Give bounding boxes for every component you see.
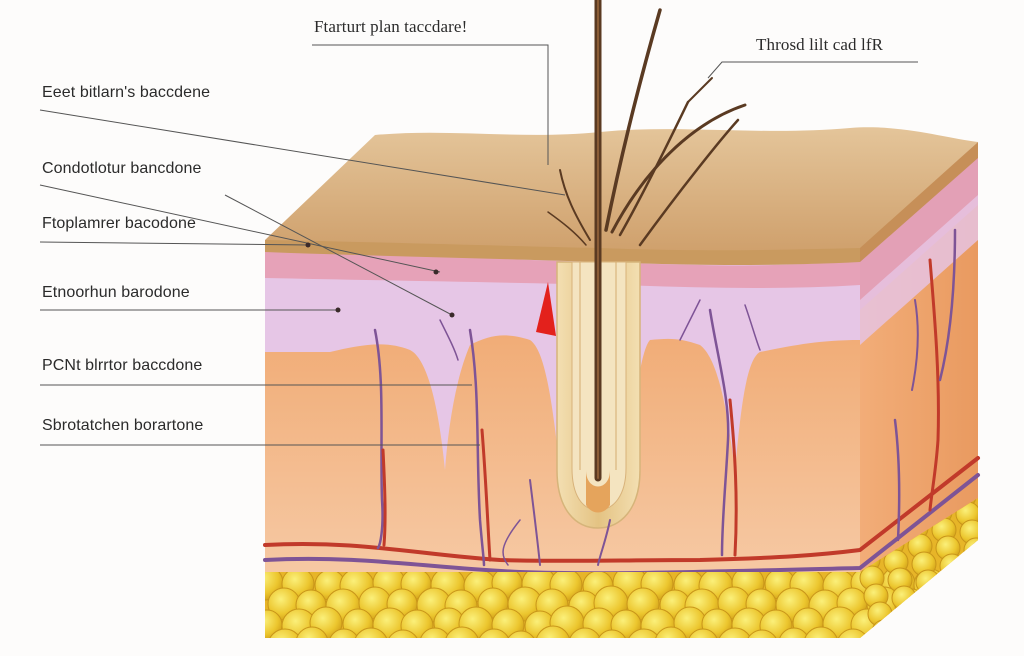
fat-cell: [963, 537, 978, 563]
papillary-layer: [265, 255, 860, 470]
fat-cell: [654, 626, 688, 638]
fat-cell: [687, 628, 719, 638]
side-lilac-layer: [860, 195, 978, 345]
arrector-wedge: [536, 282, 556, 336]
fat-cell: [778, 627, 810, 638]
fat-cell: [957, 585, 978, 621]
fat-cell: [745, 629, 779, 638]
fat-cell: [895, 603, 921, 629]
fat-cell: [803, 626, 839, 638]
fat-cell: [717, 627, 753, 638]
fat-cell: [871, 619, 897, 638]
fat-cell: [908, 605, 944, 638]
fat-cell: [477, 628, 511, 638]
label-left-1: Eeet bitlarn's baccdene: [42, 84, 211, 101]
leader-lines: [39, 44, 918, 446]
fat-cell: [353, 627, 389, 638]
fat-cell: [328, 628, 360, 638]
dermal-papilla: [586, 470, 610, 513]
fat-cell: [386, 629, 420, 638]
fat-cell: [568, 627, 602, 638]
epidermis-side-edge: [860, 142, 978, 262]
fat-cell: [915, 569, 941, 595]
fat-cell: [295, 626, 329, 638]
fat-cell: [927, 627, 961, 638]
fat-cell: [267, 628, 303, 638]
fat-cell: [444, 626, 480, 638]
label-left-2: Condotlotur bancdone: [42, 160, 202, 177]
hair-shafts: [547, 0, 747, 482]
fat-cell: [955, 629, 978, 638]
label-top-center: Ftarturt plan taccdare!: [314, 17, 468, 36]
label-left-4: Etnoorhun barodone: [42, 284, 190, 301]
fat-cell: [535, 625, 571, 638]
fat-cell: [626, 628, 662, 638]
fat-cell: [596, 629, 628, 638]
fat-cell: [967, 555, 978, 581]
epidermis-front-edge: [265, 240, 860, 265]
label-left-6: Sbrotatchen borartone: [42, 417, 204, 434]
fat-cell: [941, 570, 973, 602]
fat-cell: [867, 601, 893, 627]
fat-cell: [869, 630, 901, 638]
fat-cell: [836, 628, 870, 638]
leader-dots: [305, 242, 455, 318]
fat-cell: [927, 590, 959, 622]
label-left-5: PCNt blrrtor baccdone: [42, 357, 203, 374]
epidermis-top: [265, 127, 978, 253]
fat-cell: [941, 607, 975, 638]
fat-cell: [894, 625, 930, 638]
fat-cell: [939, 553, 965, 579]
label-left-3: Ftoplamrer bacodone: [42, 215, 196, 232]
label-top-right: Throsd lilt cad lfR: [756, 35, 884, 54]
fat-cell: [943, 571, 969, 597]
side-pink-layer: [860, 150, 978, 310]
fat-cell: [919, 587, 945, 613]
fat-cell: [891, 585, 917, 611]
fat-cell: [883, 610, 915, 638]
fat-cell: [505, 630, 537, 638]
fat-cell: [419, 627, 451, 638]
